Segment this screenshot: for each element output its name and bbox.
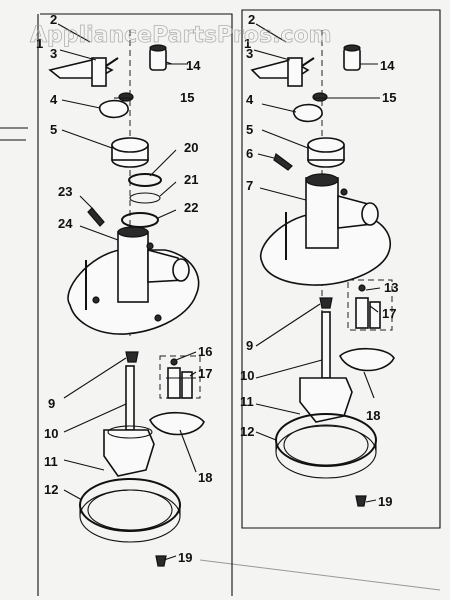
left-part-3-lever (48, 57, 119, 87)
left-part-10-shaft (103, 365, 155, 477)
left-part-21-ring (129, 192, 161, 204)
right-callout: 19 (378, 494, 392, 509)
left-callout: 24 (58, 216, 73, 231)
left-callout: 1 (36, 36, 43, 51)
right-callout: 15 (382, 90, 396, 105)
left-part-9-screw (125, 351, 139, 363)
left-part-14-cap (149, 44, 188, 71)
left-callout: 4 (50, 92, 58, 107)
right-part-6-clip (273, 153, 293, 171)
right-callout: 1 (244, 36, 251, 51)
right-part-10-shaft (299, 311, 353, 423)
left-part-24-housing (67, 226, 200, 335)
left-part-23-key (87, 207, 105, 227)
left-part-16-17-bracket (159, 355, 201, 399)
right-callout: 2 (248, 12, 255, 27)
left-part-18-coupler (149, 411, 205, 436)
left-part-11-12-ring (79, 478, 181, 543)
left-assembly: 2 1 3 14 4 15 5 20 21 23 22 24 16 9 17 1… (36, 12, 212, 567)
left-callout: 18 (198, 470, 212, 485)
left-panel-frame (40, 13, 233, 596)
left-callout: 21 (184, 172, 198, 187)
left-callout: 17 (198, 366, 212, 381)
left-callout: 3 (50, 46, 57, 61)
left-part-15-nut (118, 92, 134, 102)
right-part-13-17-bracket (347, 279, 393, 331)
right-callout: 17 (382, 306, 396, 321)
right-part-18-coupler (339, 347, 395, 372)
left-part-5-pulley (111, 137, 149, 168)
left-callout: 19 (178, 550, 192, 565)
right-part-4-clip (293, 103, 323, 123)
right-part-15-nut (312, 92, 328, 102)
left-callout: 16 (198, 344, 212, 359)
left-callout: 23 (58, 184, 72, 199)
right-panel-frame (241, 9, 441, 529)
right-part-14-cap (343, 44, 361, 71)
left-part-4-clip (99, 99, 129, 119)
right-part-7-housing (259, 173, 391, 286)
right-callout: 11 (240, 394, 254, 409)
right-callout: 9 (246, 338, 253, 353)
right-part-9-screw (319, 297, 333, 309)
left-callout: 9 (48, 396, 55, 411)
left-callout: 11 (44, 454, 58, 469)
scan-streak (199, 559, 441, 591)
left-part-20-ring (128, 173, 162, 187)
margin-mark (0, 127, 28, 141)
right-callout: 14 (380, 58, 395, 73)
right-assembly: 2 1 3 14 4 15 5 6 7 13 9 17 10 18 11 12 … (240, 12, 398, 509)
right-part-5-pulley (307, 137, 345, 168)
right-callout: 3 (246, 46, 253, 61)
right-callout: 5 (246, 122, 253, 137)
right-callout: 10 (240, 368, 254, 383)
right-callout: 12 (240, 424, 254, 439)
left-leader-lines (57, 23, 197, 561)
left-callout: 2 (50, 12, 57, 27)
left-callout: 10 (44, 426, 58, 441)
left-callout: 20 (184, 140, 198, 155)
right-callout: 6 (246, 146, 253, 161)
left-callout: 22 (184, 200, 198, 215)
right-callout: 7 (246, 178, 253, 193)
left-callout: 14 (186, 58, 201, 73)
left-callout: 15 (180, 90, 194, 105)
right-callout: 18 (366, 408, 380, 423)
right-callout: 13 (384, 280, 398, 295)
left-callout: 5 (50, 122, 57, 137)
right-part-19-screw (355, 495, 367, 507)
right-leader-lines (253, 23, 381, 503)
right-part-3-lever (250, 57, 315, 87)
right-callout: 4 (246, 92, 254, 107)
left-callout: 12 (44, 482, 58, 497)
watermark-text: AppliancePartsPros.com (30, 23, 332, 48)
left-part-19-screw (155, 555, 167, 567)
